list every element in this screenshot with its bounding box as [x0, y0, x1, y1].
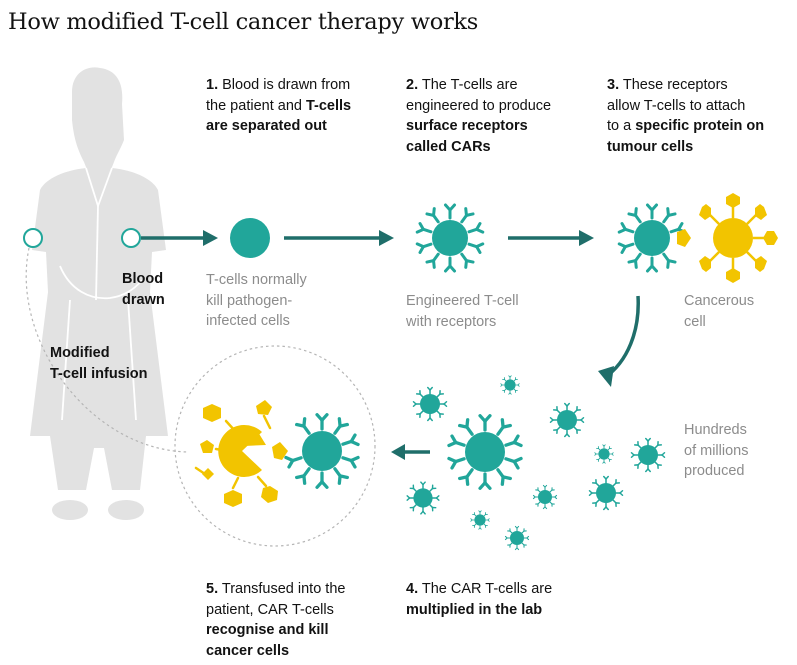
patient-legs: [50, 436, 146, 490]
kill-scene: [194, 400, 360, 507]
cancer-fragment-icon: [244, 432, 266, 446]
arrowhead-4-icon: [598, 366, 614, 387]
cancerous-cell-label: Cancerous cell: [684, 293, 755, 330]
tcell-tiny-icon: [532, 484, 558, 510]
engineered-tcell-label: Engineered T-cell with receptors: [406, 293, 519, 330]
tcell-small-icon: [549, 402, 585, 438]
tcell-small-icon: [630, 437, 666, 473]
step-1-text: 1. Blood is drawn from the patient and T…: [206, 77, 352, 134]
tcell-small-icon: [406, 481, 440, 515]
tcell-tiny-icon: [500, 375, 520, 395]
tcell-tiny-icon: [504, 525, 530, 551]
engineered-tcell-icon: [415, 203, 485, 273]
diagram-title: How modified T-cell cancer therapy works: [8, 9, 478, 35]
bound-tcell-icon: [617, 203, 687, 273]
hundreds-produced-label: Hundreds of millions produced: [684, 422, 749, 479]
patient-left-foot: [52, 500, 88, 520]
cancer-debris: [200, 400, 278, 507]
arrow-4: [603, 295, 640, 380]
binding-protein-icon: [677, 229, 691, 247]
cancer-cell-icon: [699, 193, 778, 283]
tcells-normal-label: T-cells normally kill pathogen- infected…: [206, 272, 307, 329]
plain-tcell-icon: [230, 218, 270, 258]
tcell-large-icon: [447, 414, 523, 490]
step-5-text: 5. Transfused into the patient, CAR T-ce…: [206, 581, 346, 659]
right-arm-point-icon: [121, 228, 141, 248]
killer-tcell-icon: [284, 413, 360, 489]
left-arm-point-icon: [23, 228, 43, 248]
arrowheads: [203, 230, 614, 460]
arrowhead-3-icon: [579, 230, 594, 246]
arrowhead-2-icon: [379, 230, 394, 246]
patient-gown-folds: [59, 167, 143, 421]
blood-drawn-label: Blood drawn: [122, 271, 165, 308]
tcell-tiny-icon: [470, 510, 490, 530]
infusion-dashed-path: [25, 247, 189, 453]
step-2-text: 2. The T-cells are engineered to produce…: [406, 77, 552, 155]
step-4-text: 4. The CAR T-cells are multiplied in the…: [406, 581, 553, 618]
cancer-debris-stalks: [194, 414, 272, 490]
arrowhead-1-icon: [203, 230, 218, 246]
step-3-text: 3. These receptors allow T-cells to atta…: [607, 77, 765, 155]
arrowhead-5-icon: [391, 444, 405, 460]
tcell-tiny-icon: [594, 444, 614, 464]
patient-head: [72, 67, 124, 172]
patient-right-foot: [108, 500, 144, 520]
kill-binding-protein-icon: [272, 442, 288, 460]
broken-cancer-cell-icon: [218, 425, 262, 477]
multiplied-tcells: [406, 375, 666, 551]
tcell-small-icon: [588, 475, 624, 511]
infusion-label: Modified T-cell infusion: [50, 345, 148, 382]
tcell-small-icon: [412, 386, 448, 422]
infusion-dashed-circle: [174, 345, 376, 547]
